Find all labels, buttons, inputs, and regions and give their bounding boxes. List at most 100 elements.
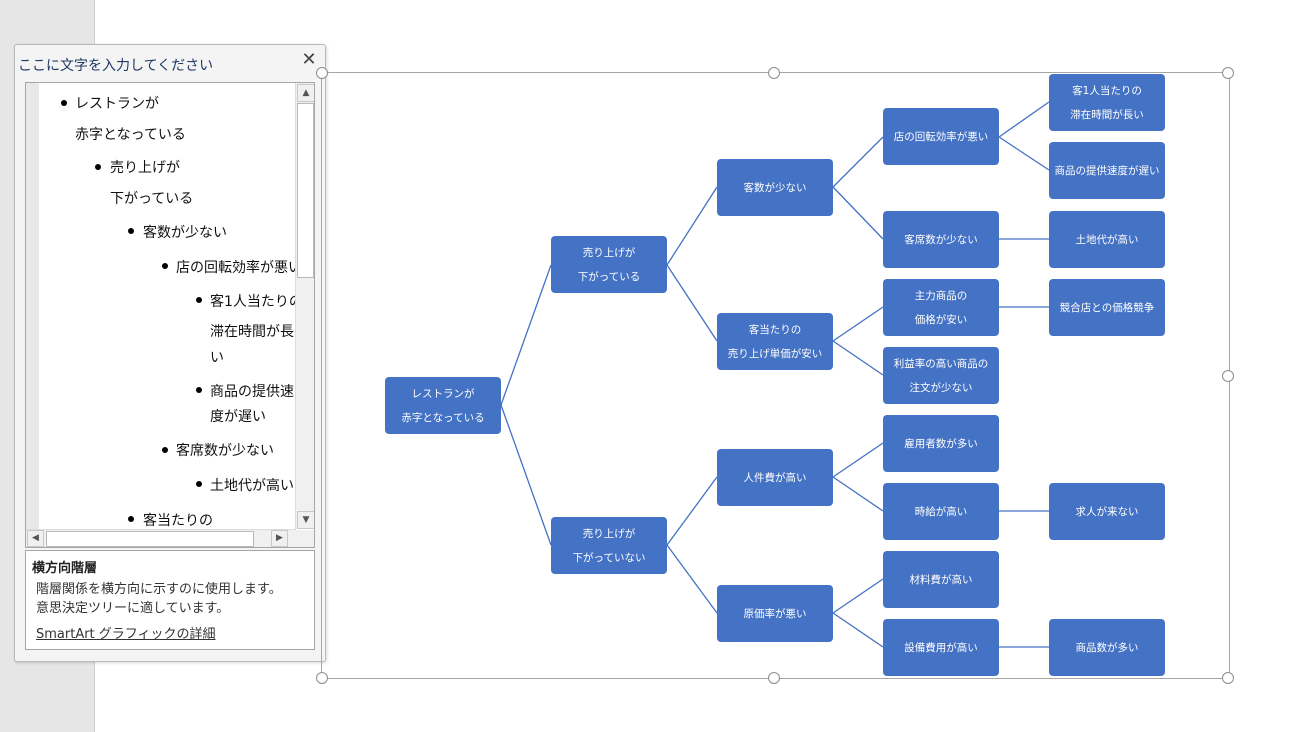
node-stay-time-line2: 滞在時間が長い xyxy=(1070,108,1144,121)
node-competitor-label: 競合店との価格競争 xyxy=(1059,301,1155,314)
node-seats[interactable]: 客席数が少ない xyxy=(883,211,999,268)
resize-handle[interactable] xyxy=(316,672,328,684)
node-competitor[interactable]: 競合店との価格競争 xyxy=(1049,279,1165,336)
text-pane-title: ここに文字を入力してください xyxy=(18,58,214,74)
bullet-icon xyxy=(196,481,202,487)
node-material-label: 材料費が高い xyxy=(909,573,973,586)
node-unit-price[interactable]: 客当たりの 売り上げ単価が安い xyxy=(717,313,833,370)
node-root-line2: 赤字となっている xyxy=(401,411,485,424)
node-wage-label: 時給が高い xyxy=(914,505,968,518)
node-few-customers[interactable]: 客数が少ない xyxy=(717,159,833,216)
node-seats-label: 客席数が少ない xyxy=(904,233,978,246)
node-sales-down[interactable]: 売り上げが 下がっている xyxy=(551,236,667,293)
vertical-scroll-thumb[interactable] xyxy=(297,103,314,278)
tree-item-stay-line2[interactable]: 滞在時間が長 xyxy=(210,324,294,340)
node-labor-cost[interactable]: 人件費が高い xyxy=(717,449,833,506)
vertical-scrollbar[interactable]: ▲ ▼ xyxy=(295,83,314,529)
tree-item-root-line1[interactable]: レストランが xyxy=(75,96,159,112)
tree-item-turnover[interactable]: 店の回転効率が悪い xyxy=(176,260,302,276)
tree-item-stay-line1[interactable]: 客1人当たりの xyxy=(210,294,303,310)
bullet-icon xyxy=(128,516,134,522)
layout-description-line2: 意思決定ツリーに適しています。 xyxy=(36,601,230,616)
node-sales-down-line1: 売り上げが xyxy=(582,246,636,259)
tree-item-land[interactable]: 土地代が高い xyxy=(210,478,294,494)
node-equipment[interactable]: 設備費用が高い xyxy=(883,619,999,676)
tree-item-root-line2[interactable]: 赤字となっている xyxy=(75,127,186,143)
node-turnover[interactable]: 店の回転効率が悪い xyxy=(883,108,999,165)
chevron-down-icon[interactable]: ▼ xyxy=(297,511,314,529)
node-stay-time[interactable]: 客1人当たりの 滞在時間が長い xyxy=(1049,74,1165,131)
node-staff-label: 雇用者数が多い xyxy=(904,437,978,450)
node-few-customers-label: 客数が少ない xyxy=(743,181,807,194)
node-root[interactable]: レストランが 赤字となっている xyxy=(385,377,501,434)
bullet-icon xyxy=(196,387,202,393)
node-unit-price-line2: 売り上げ単価が安い xyxy=(727,347,823,360)
resize-handle[interactable] xyxy=(1222,370,1234,382)
node-sales-not-down-line2: 下がっていない xyxy=(572,551,646,564)
node-high-margin[interactable]: 利益率の高い商品の 注文が少ない xyxy=(883,347,999,404)
tree-item-few-customers[interactable]: 客数が少ない xyxy=(143,225,227,241)
node-sales-not-down-line1: 売り上げが xyxy=(582,527,636,540)
node-staff[interactable]: 雇用者数が多い xyxy=(883,415,999,472)
bullet-icon xyxy=(196,297,202,303)
tree-item-speed-line2[interactable]: 度が遅い xyxy=(210,409,266,425)
node-material[interactable]: 材料費が高い xyxy=(883,551,999,608)
close-icon[interactable]: ✕ xyxy=(301,49,317,70)
tree-item-unit-price[interactable]: 客当たりの xyxy=(143,513,213,529)
node-high-margin-line1: 利益率の高い商品の xyxy=(893,357,989,370)
node-main-product-line2: 価格が安い xyxy=(914,313,968,326)
node-recruit[interactable]: 求人が来ない xyxy=(1049,483,1165,540)
bullet-icon xyxy=(162,263,168,269)
tree-indent-strip xyxy=(26,83,39,529)
layout-name: 横方向階層 xyxy=(32,561,98,576)
chevron-right-icon[interactable]: ▶ xyxy=(271,530,288,547)
node-sales-down-line2: 下がっている xyxy=(577,270,641,283)
node-wage[interactable]: 時給が高い xyxy=(883,483,999,540)
node-land-cost-label: 土地代が高い xyxy=(1075,233,1139,246)
bullet-icon xyxy=(61,100,67,106)
node-many-items[interactable]: 商品数が多い xyxy=(1049,619,1165,676)
node-equipment-label: 設備費用が高い xyxy=(904,641,978,654)
resize-handle[interactable] xyxy=(1222,67,1234,79)
bullet-icon xyxy=(128,228,134,234)
bullet-icon xyxy=(95,164,101,170)
layout-description: 階層関係を横方向に示すのに使用します。 意思決定ツリーに適しています。 xyxy=(36,580,311,618)
chevron-up-icon[interactable]: ▲ xyxy=(297,84,314,102)
tree-item-speed-line1[interactable]: 商品の提供速 xyxy=(210,384,294,400)
node-recruit-label: 求人が来ない xyxy=(1075,505,1139,518)
resize-handle[interactable] xyxy=(768,67,780,79)
resize-handle[interactable] xyxy=(768,672,780,684)
node-serve-speed[interactable]: 商品の提供速度が遅い xyxy=(1049,142,1165,199)
node-labor-cost-label: 人件費が高い xyxy=(743,471,807,484)
node-stay-time-line1: 客1人当たりの xyxy=(1072,84,1142,97)
node-sales-not-down[interactable]: 売り上げが 下がっていない xyxy=(551,517,667,574)
node-serve-speed-label: 商品の提供速度が遅い xyxy=(1054,164,1160,177)
tree-item-sales-down-line1[interactable]: 売り上げが xyxy=(110,160,180,176)
node-many-items-label: 商品数が多い xyxy=(1075,641,1139,654)
tree-item-stay-line3[interactable]: い xyxy=(210,350,224,366)
node-main-product-line1: 主力商品の xyxy=(914,289,968,302)
bullet-icon xyxy=(162,447,168,453)
node-high-margin-line2: 注文が少ない xyxy=(909,381,973,394)
horizontal-scrollbar[interactable]: ◀ ▶ xyxy=(26,529,296,547)
node-land-cost[interactable]: 土地代が高い xyxy=(1049,211,1165,268)
smartart-details-link[interactable]: SmartArt グラフィックの詳細 xyxy=(36,627,216,642)
node-cost-rate[interactable]: 原価率が悪い xyxy=(717,585,833,642)
layout-info-box: 横方向階層 階層関係を横方向に示すのに使用します。 意思決定ツリーに適しています… xyxy=(25,550,315,650)
horizontal-scroll-thumb[interactable] xyxy=(46,531,254,547)
tree-item-sales-down-line2[interactable]: 下がっている xyxy=(110,191,194,207)
resize-handle[interactable] xyxy=(316,67,328,79)
tree-item-seats[interactable]: 客席数が少ない xyxy=(176,443,274,459)
node-main-product[interactable]: 主力商品の 価格が安い xyxy=(883,279,999,336)
text-pane-tree[interactable]: レストランが 赤字となっている 売り上げが 下がっている 客数が少ない 店の回転… xyxy=(25,82,315,548)
node-root-line1: レストランが xyxy=(411,387,475,400)
resize-handle[interactable] xyxy=(1222,672,1234,684)
scrollbar-corner xyxy=(296,530,314,547)
chevron-left-icon[interactable]: ◀ xyxy=(27,530,44,547)
node-unit-price-line1: 客当たりの xyxy=(748,323,802,336)
node-cost-rate-label: 原価率が悪い xyxy=(743,607,807,620)
layout-description-line1: 階層関係を横方向に示すのに使用します。 xyxy=(36,582,282,597)
smartart-text-pane: ここに文字を入力してください ✕ レストランが 赤字となっている 売り上げが 下… xyxy=(14,44,326,662)
node-turnover-label: 店の回転効率が悪い xyxy=(893,130,989,143)
